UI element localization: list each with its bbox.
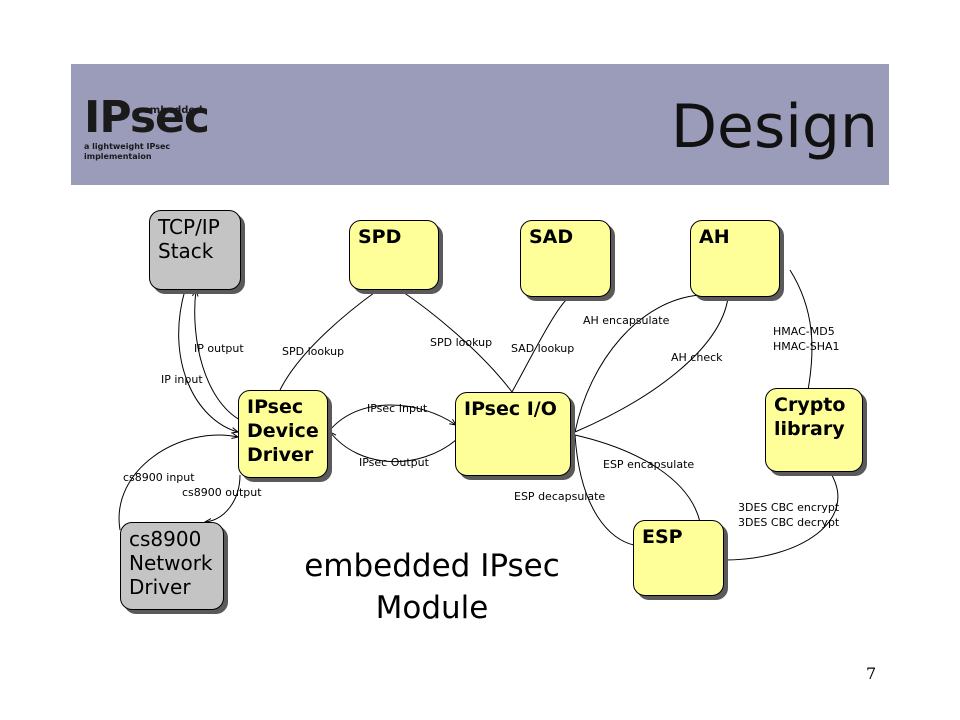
node-sad: SAD: [520, 220, 611, 297]
label-3des-decrypt: 3DES CBC decrypt: [738, 516, 840, 529]
edge-cs8900-output: [205, 474, 241, 522]
node-cs8900-network-driver-label: cs8900 Network Driver: [129, 527, 213, 599]
label-ip-input: IP input: [161, 373, 203, 386]
label-hmac-sha1: HMAC-SHA1: [773, 340, 840, 353]
node-cs8900-network-driver: cs8900 Network Driver: [120, 522, 224, 610]
edge-spd-lookup-io: [399, 289, 513, 393]
node-ipsec-io: IPsec I/O: [455, 392, 571, 476]
node-sad-label: SAD: [529, 226, 574, 248]
edge-sad-lookup: [511, 297, 569, 393]
label-spd-lookup-io: SPD lookup: [430, 336, 492, 349]
edge-ip-input: [178, 289, 238, 432]
label-ah-check: AH check: [671, 351, 723, 364]
title-bar: [71, 64, 889, 185]
label-cs8900-input: cs8900 input: [123, 471, 195, 484]
node-esp-label: ESP: [642, 526, 683, 548]
node-ipsec-device-driver-label: IPsec Device Driver: [247, 396, 319, 466]
label-ah-encapsulate: AH encapsulate: [583, 314, 670, 327]
edge-ah-check: [574, 297, 729, 433]
node-tcpip-stack: TCP/IP Stack: [149, 210, 241, 290]
label-esp-encapsulate: ESP encapsulate: [603, 458, 694, 471]
node-crypto-library-label: Crypto library: [774, 394, 846, 440]
ipsec-logo: IPsec embedded a lightweight IPsec imple…: [84, 96, 214, 176]
label-3des-encrypt: 3DES CBC encrypt: [738, 501, 840, 514]
label-spd-lookup-driver: SPD lookup: [282, 345, 344, 358]
edge-ipsec-input: [329, 404, 456, 431]
edge-esp-encapsulate: [574, 434, 701, 523]
node-esp: ESP: [633, 520, 724, 596]
edge-ipsec-output: [330, 432, 457, 463]
logo-wordmark: IPsec: [84, 92, 210, 143]
label-ipsec-input: IPsec Input: [367, 402, 428, 415]
edge-spd-lookup-driver: [279, 289, 379, 391]
node-crypto-library: Crypto library: [765, 388, 863, 472]
page-number: 7: [866, 664, 877, 683]
node-ah-label: AH: [699, 226, 730, 248]
node-spd: SPD: [349, 220, 439, 290]
label-esp-decapsulate: ESP decapsulate: [514, 490, 605, 503]
label-ipsec-output: IPsec Output: [359, 456, 430, 469]
label-ip-output: IP output: [194, 342, 244, 355]
edge-esp-decapsulate: [574, 434, 635, 546]
edge-3des: [723, 471, 839, 561]
edge-ip-output: [195, 290, 241, 421]
logo-tagline: a lightweight IPsec implementaion: [84, 142, 171, 161]
slide-title: Design: [670, 92, 878, 162]
edge-hmac: [789, 269, 813, 391]
node-ipsec-io-label: IPsec I/O: [464, 398, 557, 420]
edge-ah-encapsulate: [574, 294, 701, 433]
label-hmac-md5: HMAC-MD5: [773, 325, 835, 338]
node-ipsec-device-driver: IPsec Device Driver: [238, 390, 328, 478]
node-tcpip-stack-label: TCP/IP Stack: [158, 215, 220, 263]
diagram-caption: embedded IPsec Module: [304, 548, 560, 626]
edge-cs8900-input: [118, 435, 238, 531]
logo-embedded-text: embedded: [143, 105, 203, 116]
label-sad-lookup: SAD lookup: [511, 342, 574, 355]
node-spd-label: SPD: [358, 226, 402, 248]
node-ah: AH: [690, 220, 780, 297]
label-cs8900-output: cs8900 output: [182, 486, 262, 499]
